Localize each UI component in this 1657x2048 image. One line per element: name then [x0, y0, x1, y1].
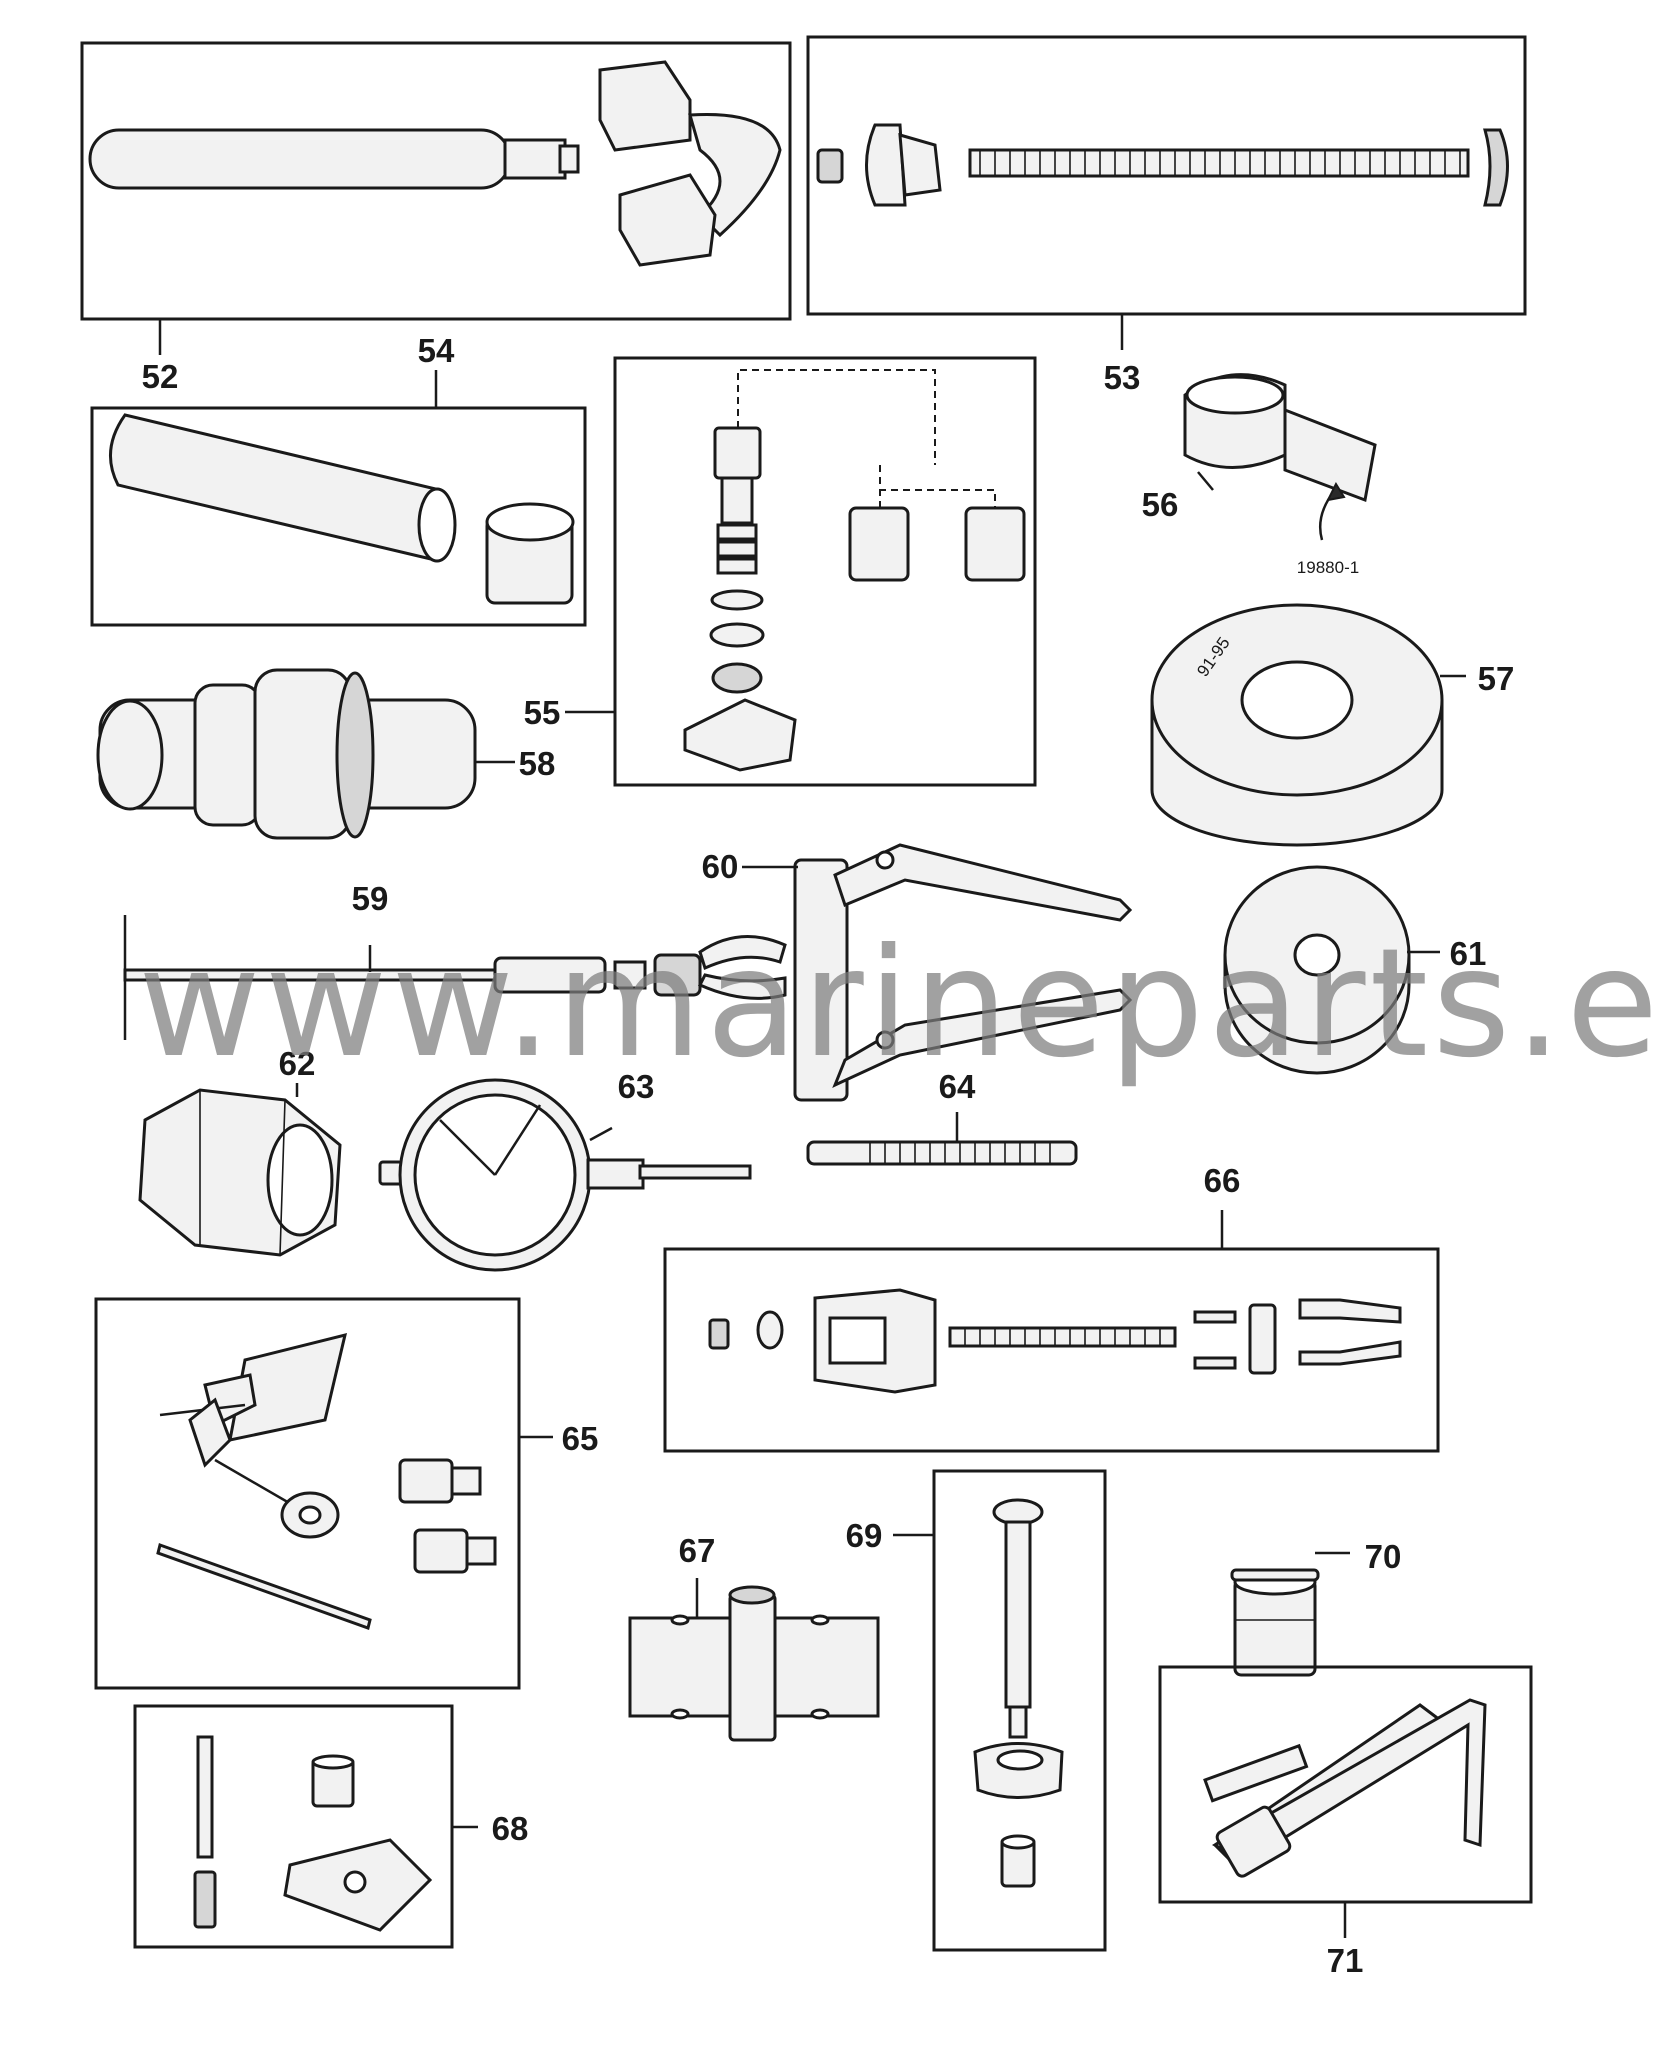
part-62-group: 62	[138, 1045, 342, 1257]
part-62-drawing	[138, 1088, 342, 1257]
label-58: 58	[519, 745, 556, 782]
part-54-box	[90, 406, 587, 627]
part-58-drawing	[96, 668, 477, 840]
part-63-group: 63	[378, 1068, 752, 1272]
part-66-box	[663, 1247, 1440, 1453]
label-54: 54	[418, 332, 455, 369]
part-65-drawing	[156, 1332, 497, 1630]
label-63: 63	[618, 1068, 655, 1105]
watermark: www.marineparts.eu	[138, 917, 1657, 1091]
part-66-group: 66	[663, 1162, 1440, 1453]
label-59: 59	[352, 880, 389, 917]
part-71-drawing	[1203, 1698, 1487, 1878]
part-59-drawing	[123, 915, 787, 1040]
label-67: 67	[679, 1532, 716, 1569]
part-53-box	[806, 35, 1527, 316]
label-61: 61	[1450, 935, 1487, 972]
label-69: 69	[846, 1517, 883, 1554]
part-56-group: 56 19880-1	[1142, 373, 1377, 577]
part-59-group: 59	[123, 880, 787, 1040]
label-68: 68	[492, 1810, 529, 1847]
part-70-drawing	[1230, 1568, 1320, 1677]
part-60-drawing	[793, 843, 1133, 1102]
label-71: 71	[1327, 1942, 1364, 1979]
figure-ref: 19880-1	[1297, 558, 1359, 577]
part-52-group: 52	[80, 41, 792, 395]
part-67-group: 67	[628, 1532, 880, 1742]
part-54-drawing	[108, 413, 575, 605]
part-60-group: 60	[702, 843, 1133, 1102]
part-69-group: 69	[846, 1469, 1107, 1952]
part-61-group: 61	[1223, 865, 1487, 1075]
part-69-drawing	[973, 1498, 1064, 1888]
part-68-group: 68	[133, 1704, 529, 1949]
part-68-drawing	[193, 1735, 433, 1932]
part-54-group: 54	[90, 332, 587, 627]
part-63-drawing	[378, 1078, 752, 1272]
part-65-group: 65	[94, 1297, 599, 1690]
label-70: 70	[1365, 1538, 1402, 1575]
part-70-group: 70	[1230, 1538, 1402, 1677]
part-58-group: 58	[96, 668, 556, 840]
part-55-box	[613, 356, 1037, 787]
part-68-box	[133, 1704, 454, 1949]
part-52-drawing	[88, 60, 782, 267]
part-61-drawing	[1223, 865, 1411, 1075]
part-55-group: 55	[524, 356, 1037, 787]
label-62: 62	[279, 1045, 316, 1082]
part-66-drawing	[708, 1288, 1402, 1394]
part-55-drawing	[683, 369, 1026, 772]
part-64-drawing	[806, 1140, 1078, 1166]
part-64-group: 64	[806, 1068, 1078, 1166]
part-57-drawing: 91-95	[1150, 603, 1444, 847]
label-53: 53	[1104, 359, 1141, 396]
part-57-group: 91-95 57	[1150, 603, 1515, 847]
part-56-drawing	[1183, 373, 1377, 541]
part-53-drawing	[816, 123, 1509, 207]
part-71-group: 71	[1158, 1665, 1533, 1979]
label-66: 66	[1204, 1162, 1241, 1199]
part-65-box	[94, 1297, 521, 1690]
part-52-box	[80, 41, 792, 321]
part-53-group: 53	[806, 35, 1527, 396]
label-64: 64	[939, 1068, 976, 1105]
part-67-drawing	[628, 1585, 880, 1742]
label-55: 55	[524, 694, 561, 731]
label-56: 56	[1142, 486, 1179, 523]
label-60: 60	[702, 848, 739, 885]
label-57: 57	[1478, 660, 1515, 697]
label-65: 65	[562, 1420, 599, 1457]
label-52: 52	[142, 358, 179, 395]
part-69-box	[932, 1469, 1107, 1952]
